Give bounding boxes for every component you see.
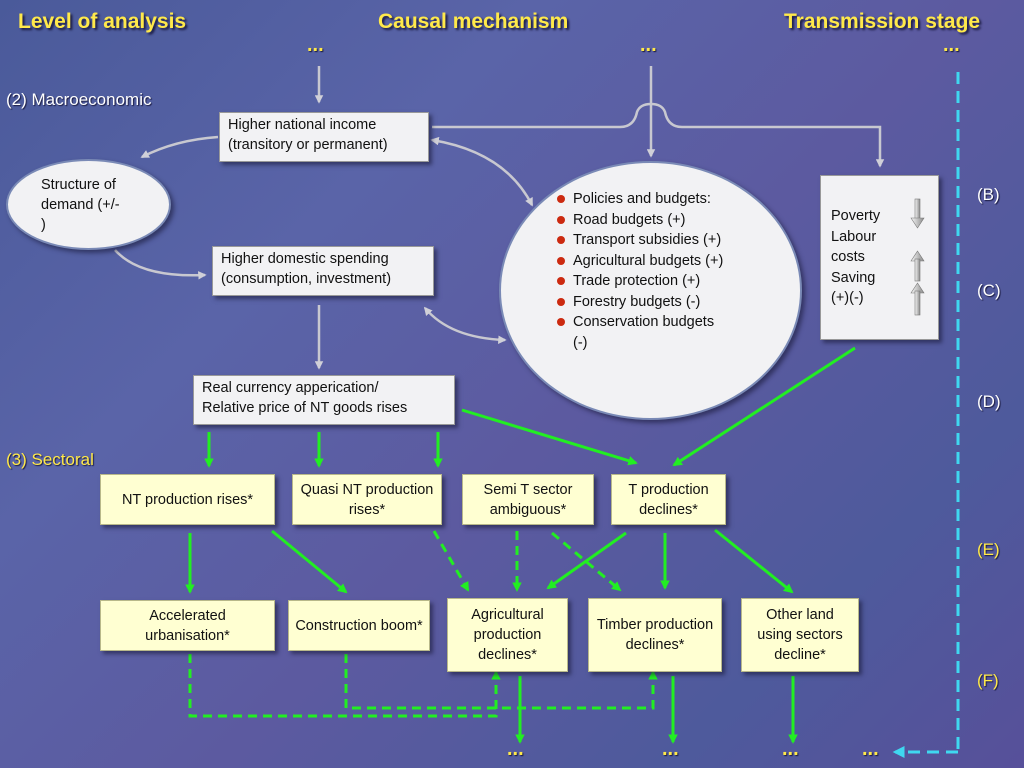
node-higher-domestic-spending: Higher domestic spending (consumption, i… [212, 246, 434, 296]
stage-c: (C) [977, 281, 1001, 300]
ellipsis-bottom-agri: ... [507, 738, 524, 760]
ellipsis-top-left: ... [307, 34, 324, 56]
header-causal-mechanism: Causal mechanism [378, 10, 569, 33]
header-transmission-stage: Transmission stage [784, 10, 981, 33]
arrow-currency-to-t [461, 408, 638, 466]
node-real-currency-appreciation: Real currency apperication/ Relative pri… [193, 375, 455, 425]
ellipsis-bottom-timber: ... [662, 738, 679, 760]
level-macroeconomic: (2) Macroeconomic [6, 90, 152, 109]
policies-list: Policies and budgets: Road budgets (+) T… [556, 189, 731, 353]
node-text-line: Relative price of NT goods rises [202, 400, 408, 416]
node-text-line: demand (+/- [41, 197, 120, 213]
node-policies-and-budgets: Policies and budgets: Road budgets (+) T… [499, 161, 802, 420]
node-text-line: costs [831, 249, 865, 265]
stage-e: (E) [977, 540, 1000, 559]
node-text-line: Higher domestic spending [221, 251, 389, 267]
node-accelerated-urbanisation: Accelerated urbanisation* [100, 600, 275, 651]
stage-b: (B) [977, 185, 1000, 204]
node-poverty: Poverty Labour costs Saving (+)(-) [820, 175, 939, 340]
policy-item: Policies and budgets: [556, 189, 731, 210]
dashed-construction-loop [344, 654, 658, 710]
node-quasi-nt-production: Quasi NT production rises* [292, 474, 442, 525]
header-level-of-analysis: Level of analysis [18, 10, 187, 33]
arrow-structure-to-spending [114, 249, 207, 280]
policy-item: Agricultural budgets (+) [556, 251, 731, 272]
node-text-line: (transitory or permanent) [228, 137, 388, 153]
node-agricultural-production: Agricultural production declines* [447, 598, 568, 672]
policy-item: Road budgets (+) [556, 210, 731, 231]
node-text-line: Structure of [41, 177, 116, 193]
arrow-t-to-agricultural [546, 531, 627, 590]
policy-item: Conservation budgets (-) [556, 312, 731, 353]
dashed-quasi-to-agri [432, 530, 470, 592]
node-text-line: ) [41, 217, 46, 233]
stage-f: (F) [977, 671, 999, 690]
node-timber-production: Timber production declines* [588, 598, 722, 672]
ellipsis-top-right: ... [943, 34, 960, 56]
poverty-trend-arrows [910, 198, 925, 316]
dashed-urbanisation-loop [188, 654, 501, 718]
node-text-line: Poverty [831, 208, 881, 224]
policy-item: Trade protection (+) [556, 271, 731, 292]
ellipsis-bottom-feedback: ... [862, 738, 879, 760]
node-structure-of-demand: Structure of demand (+/- ) [6, 159, 171, 250]
arrow-down-icon [910, 198, 925, 229]
arrow-t-to-other-land [714, 528, 794, 594]
node-other-land-sectors: Other land using sectors decline* [741, 598, 859, 672]
node-text-line: Real currency apperication/ [202, 380, 379, 396]
node-higher-national-income: Higher national income (transitory or pe… [219, 112, 429, 162]
node-text-line: Higher national income [228, 117, 377, 133]
ellipsis-top-center: ... [640, 34, 657, 56]
arrow-income-policies [430, 136, 534, 207]
node-text-line: (+)(-) [831, 290, 864, 306]
level-sectoral: (3) Sectoral [6, 450, 94, 469]
policy-item: Forestry budgets (-) [556, 292, 731, 313]
ellipsis-bottom-other: ... [782, 738, 799, 760]
node-semi-t-sector: Semi T sector ambiguous* [462, 474, 594, 525]
stage-d: (D) [977, 392, 1001, 411]
node-text-line: Saving [831, 269, 876, 286]
node-t-production-declines: T production declines* [611, 474, 726, 525]
arrow-income-to-structure [140, 135, 219, 159]
node-nt-production-rises: NT production rises* [100, 474, 275, 525]
node-construction-boom: Construction boom* [288, 600, 430, 651]
brace-income [432, 102, 885, 168]
arrow-up-icon [910, 250, 925, 282]
arrow-spending-policies [423, 306, 507, 344]
node-text-line: (consumption, investment) [221, 271, 392, 287]
arrow-poverty-to-t [672, 346, 856, 467]
policy-item: Transport subsidies (+) [556, 230, 731, 251]
arrow-nt-to-construction [271, 529, 348, 594]
arrow-up-icon [910, 282, 925, 316]
node-text-line: Labour [831, 228, 877, 245]
